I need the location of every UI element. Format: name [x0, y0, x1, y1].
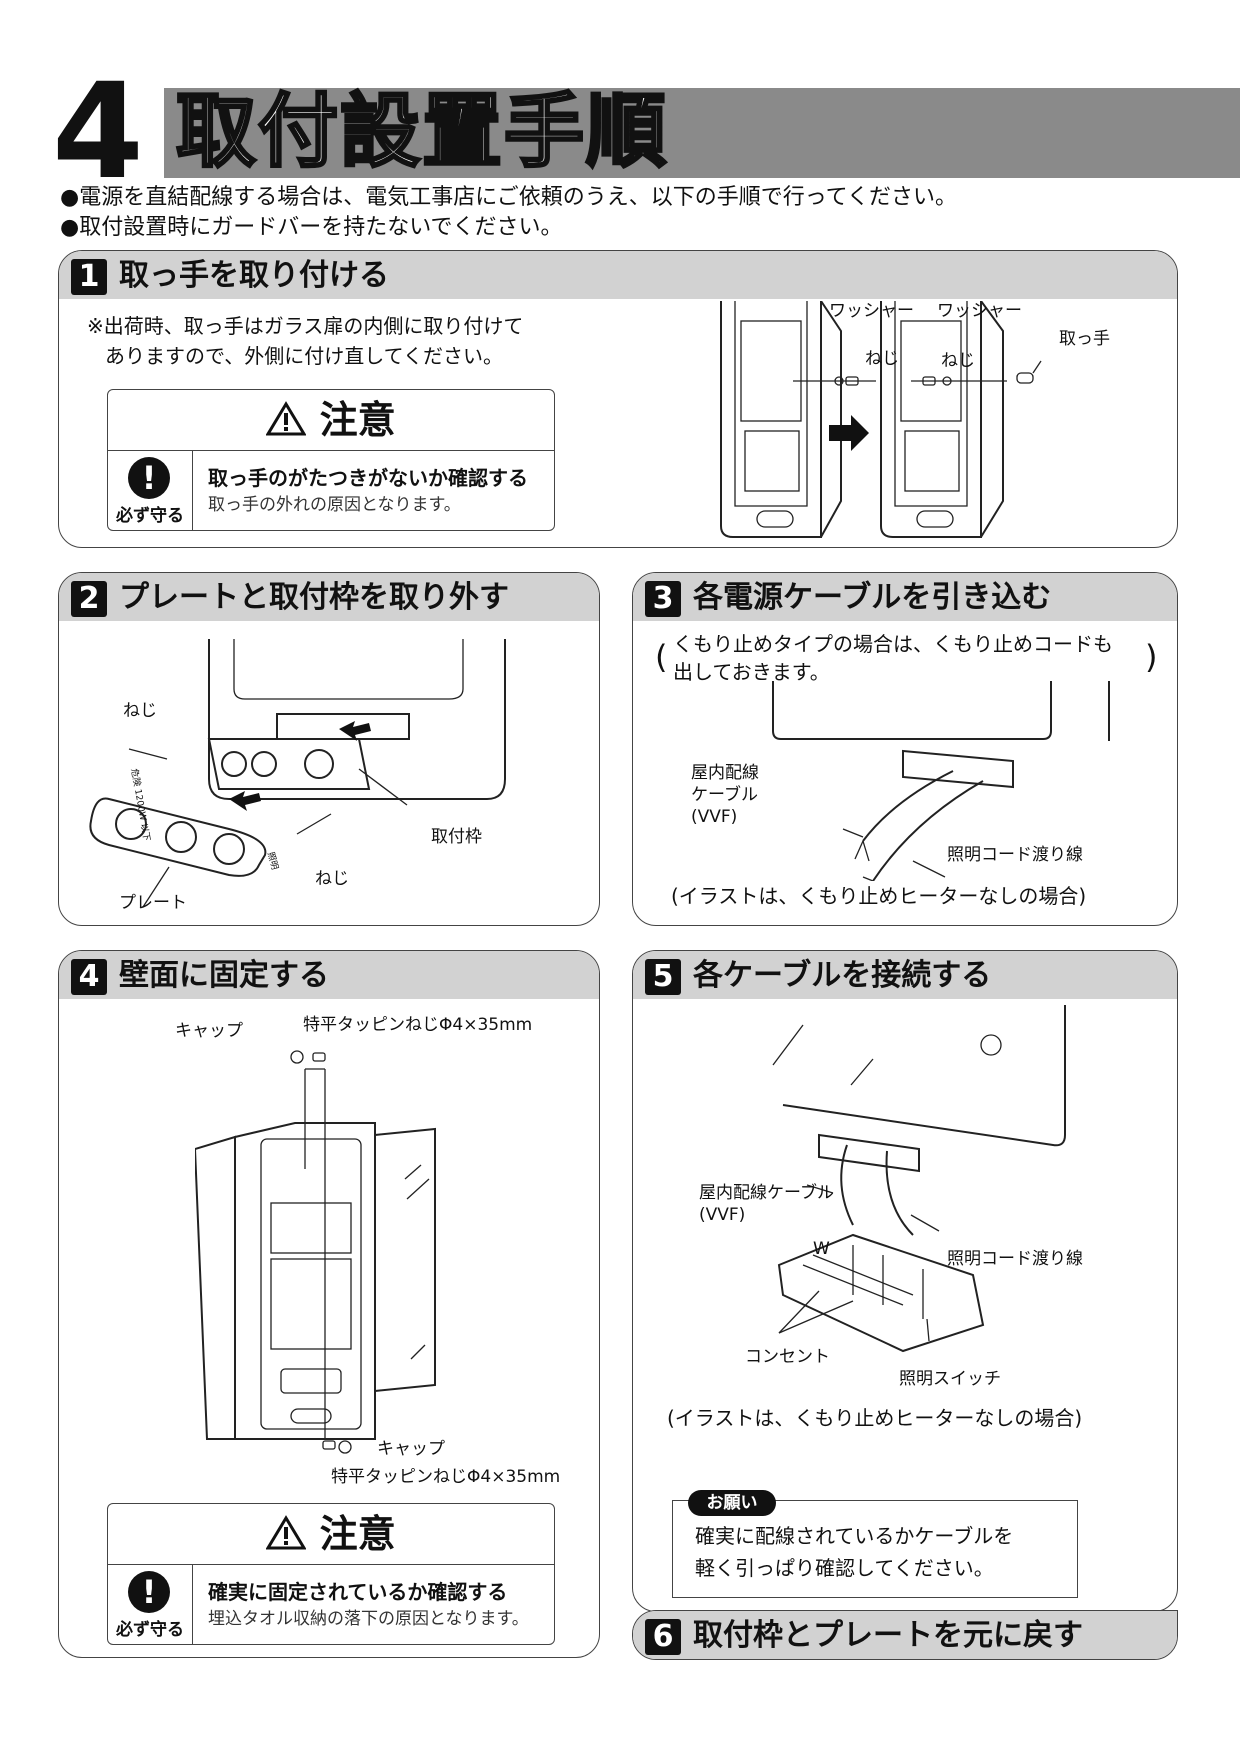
step-5-caption: (イラストは、くもり止めヒーターなしの場合)	[667, 1406, 1083, 1430]
step-5-title: 各ケーブルを接続する	[693, 958, 992, 993]
must-label: 必ず守る	[116, 1620, 184, 1640]
indoor-cable-label: 屋内配線ケーブル	[699, 1183, 834, 1203]
exclamation-icon: !	[128, 1571, 170, 1613]
intro-line-1: ●電源を直結配線する場合は、電気工事店にご依頼のうえ、以下の手順で行ってください…	[60, 185, 957, 210]
step-3-title: 各電源ケーブルを引き込む	[693, 580, 1052, 615]
light-switch-label: 照明スイッチ	[899, 1369, 1001, 1389]
exclamation-icon: !	[128, 457, 170, 499]
request-line-1: 確実に配線されているかケーブルを	[695, 1524, 1014, 1548]
washer-label-right: ワッシャー	[937, 301, 1022, 321]
step-2-header	[59, 573, 599, 621]
indoor-cable-label-1: 屋内配線	[691, 763, 759, 783]
step-3-note-line-2: 出しておきます。	[673, 660, 830, 684]
caution-main-text: 取っ手のがたつきがないか確認する	[208, 466, 528, 490]
request-tag: お願い	[688, 1490, 776, 1516]
step-3-header	[633, 573, 1177, 621]
w-label: W	[813, 1239, 830, 1259]
caution-heading-text: 注意	[319, 1512, 396, 1556]
page-title: 取付設置手順	[175, 84, 668, 180]
step-4-header	[59, 951, 599, 999]
screw-spec-label-bottom: 特平タッピンねじΦ4×35mm	[331, 1467, 561, 1487]
wall-fixing-illustration	[195, 1050, 436, 1454]
step-1-caution-box: 注意 ! 必ず守る 取っ手のがたつきがないか確認する 取っ手の外れの原因となりま…	[107, 389, 555, 531]
outlet-label: コンセント	[745, 1347, 830, 1367]
screw-label-top: ねじ	[123, 701, 157, 721]
step-2-title: プレートと取付枠を取り外す	[119, 580, 509, 615]
step-6-title: 取付枠とプレートを元に戻す	[693, 1618, 1083, 1653]
handle-illustration	[720, 301, 1042, 538]
step-4-panel: 4 壁面に固定する キャップ 特平タッピンねじΦ4×35mm キャップ 特平タッ…	[58, 950, 600, 1658]
caution-sub-text: 取っ手の外れの原因となります。	[208, 495, 461, 515]
step-1-header	[59, 251, 1177, 299]
caution-sub-text: 埋込タオル収納の落下の原因となります。	[208, 1609, 529, 1629]
step-4-badge: 4	[71, 959, 107, 995]
intro-line-2: ●取付設置時にガードバーを持たないでください。	[60, 215, 563, 240]
step-1-panel: 1 取っ手を取り付ける ※出荷時、取っ手はガラス扉の内側に取り付けて ありますの…	[58, 250, 1178, 548]
step-3-note-line-1: くもり止めタイプの場合は、くもり止めコードも	[673, 632, 1113, 656]
frame-label: 取付枠	[431, 827, 482, 847]
screw-label-left: ねじ	[865, 349, 899, 369]
caution-heading-text: 注意	[319, 398, 396, 442]
step-1-note-line-2: ありますので、外側に付け直してください。	[105, 344, 503, 368]
caution-main-text: 確実に固定されているか確認する	[208, 1580, 508, 1604]
step-6-header	[633, 1611, 1177, 1659]
screw-label-bottom: ねじ	[315, 869, 349, 889]
step-3-badge: 3	[645, 581, 681, 617]
light-cord-label: 照明コード渡り線	[947, 845, 1083, 865]
request-line-2: 軽く引っぱり確認してください。	[695, 1556, 994, 1580]
step-3-caption: (イラストは、くもり止めヒーターなしの場合)	[671, 884, 1087, 908]
step-2-badge: 2	[71, 581, 107, 617]
indoor-cable-label-2: ケーブル	[691, 785, 758, 805]
vvf-label: (VVF)	[699, 1205, 746, 1225]
step-1-note-line-1: ※出荷時、取っ手はガラス扉の内側に取り付けて	[87, 314, 524, 338]
cap-label-bottom: キャップ	[377, 1439, 445, 1459]
light-cord-label: 照明コード渡り線	[947, 1249, 1083, 1269]
must-label: 必ず守る	[116, 506, 184, 526]
screw-spec-label-top: 特平タッピンねじΦ4×35mm	[303, 1015, 533, 1035]
warning-triangle-icon	[266, 400, 307, 435]
paren-right: )	[1145, 638, 1158, 676]
handle-label: 取っ手	[1059, 329, 1110, 349]
step-1-title: 取っ手を取り付ける	[119, 258, 389, 293]
cable-connection-illustration	[772, 1005, 1066, 1353]
frame-removal-illustration	[89, 639, 506, 908]
caution-heading: 注意	[108, 390, 554, 451]
section-number: 4	[52, 55, 144, 209]
caution-heading: 注意	[108, 1504, 554, 1565]
step-3-panel: 3 各電源ケーブルを引き込む ( くもり止めタイプの場合は、くもり止めコードも …	[632, 572, 1178, 926]
washer-label-left: ワッシャー	[829, 301, 914, 321]
title-bar	[164, 88, 1240, 178]
cap-label-top: キャップ	[175, 1021, 243, 1041]
indoor-cable-label-3: (VVF)	[691, 807, 738, 827]
step-1-badge: 1	[71, 259, 107, 295]
step-5-header	[633, 951, 1177, 999]
cable-routing-illustration	[772, 681, 1110, 881]
step-2-panel: 2 プレートと取付枠を取り外す ねじ ねじ 取付枠 プレート 危険 1200W …	[58, 572, 600, 926]
step-6-panel: 6 取付枠とプレートを元に戻す	[632, 1610, 1178, 1660]
request-box: 確実に配線されているかケーブルを 軽く引っぱり確認してください。	[672, 1500, 1078, 1598]
paren-left: (	[655, 638, 668, 676]
warning-triangle-icon	[266, 1514, 307, 1549]
step-6-badge: 6	[645, 1619, 681, 1655]
screw-label-right: ねじ	[941, 351, 975, 371]
must-cell: ! 必ず守る	[108, 1565, 193, 1644]
step-5-badge: 5	[645, 959, 681, 995]
must-cell: ! 必ず守る	[108, 451, 193, 530]
step-4-title: 壁面に固定する	[119, 958, 329, 993]
plate-label: プレート	[119, 893, 187, 913]
step-4-caution-box: 注意 ! 必ず守る 確実に固定されているか確認する 埋込タオル収納の落下の原因と…	[107, 1503, 555, 1645]
